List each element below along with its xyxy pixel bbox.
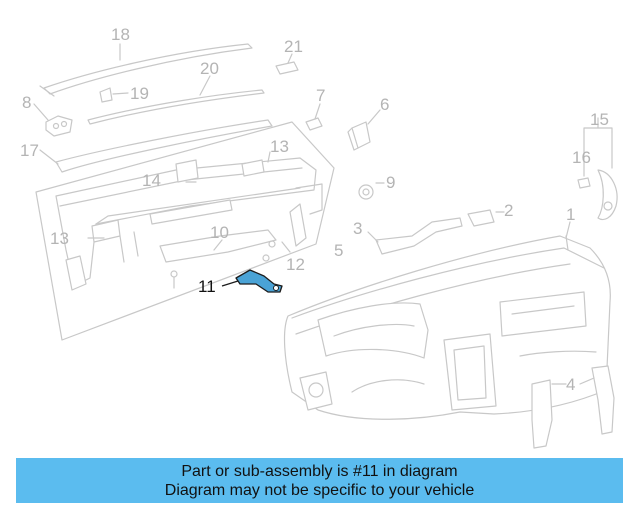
callout-18: 18 [111,25,130,44]
banner-line-2: Diagram may not be specific to your vehi… [164,482,475,499]
callout-6: 6 [380,95,389,114]
part-6-drawing [347,109,381,151]
callout-11: 11 [198,277,216,296]
callout-17: 17 [20,141,39,160]
callout-16: 16 [572,148,591,167]
callout-7: 7 [316,86,325,105]
callout-13-upper: 13 [270,137,289,156]
part-1-instrument-panel [283,221,611,420]
callout-1: 1 [566,205,575,224]
part-21-drawing [275,53,299,75]
callout-12: 12 [286,255,305,274]
callout-10: 10 [210,223,229,242]
part-11-drawing [221,269,283,293]
part-7-drawing [305,103,323,131]
callout-20: 20 [200,59,219,78]
callout-9: 9 [386,173,395,192]
parts-diagram: 18 21 20 19 8 7 6 15 16 17 13 14 9 2 1 3… [20,25,618,449]
callout-21: 21 [284,37,303,56]
callout-8: 8 [22,93,31,112]
part-4-drawing [531,365,615,449]
part-9-drawing [358,182,385,200]
callout-4: 4 [566,375,575,394]
part-17-drawing [39,119,273,173]
callout-2: 2 [504,201,513,220]
part-20-drawing [87,75,265,125]
part-15-drawing [577,117,618,221]
part-19-drawing [99,87,129,103]
callout-13-lower: 13 [50,229,69,248]
callout-14: 14 [142,171,161,190]
part-5-box [35,121,335,341]
part-8-drawing [33,103,73,137]
part-3-drawing [367,217,463,255]
part-2-drawing [467,209,505,227]
callout-5: 5 [334,241,343,260]
info-banner: Part or sub-assembly is #11 in diagram D… [16,458,623,503]
callout-15: 15 [590,110,609,129]
part-18-drawing [39,43,253,97]
callout-3: 3 [353,219,362,238]
callout-19: 19 [130,84,149,103]
duct-assembly-drawing [55,151,323,291]
banner-line-1: Part or sub-assembly is #11 in diagram [181,463,458,480]
